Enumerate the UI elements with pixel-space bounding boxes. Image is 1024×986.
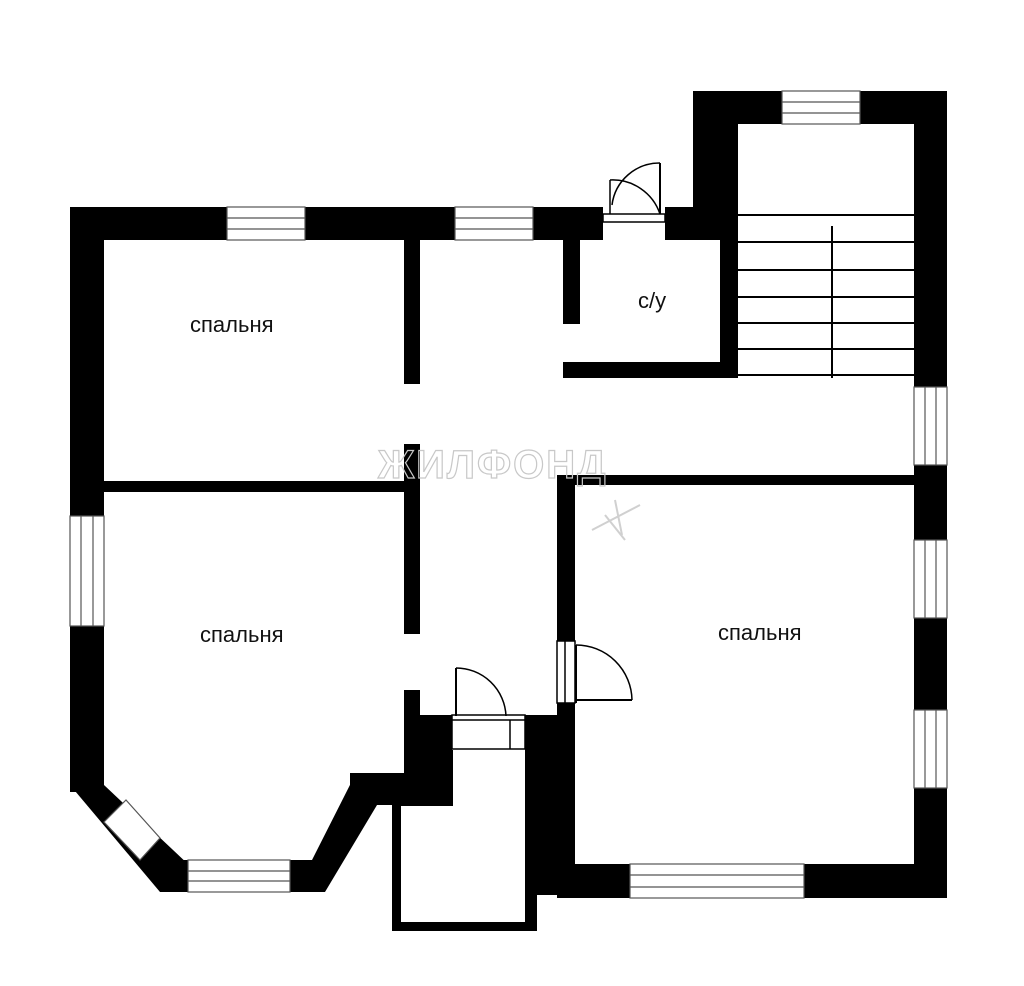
room-label-bedroom-bottom-left: спальня <box>200 622 284 647</box>
window-right-middle <box>913 539 948 619</box>
watermark-text: ЖИЛФОНД <box>377 443 608 487</box>
watermark-logo-icon <box>591 499 641 541</box>
door-bathroom <box>602 162 666 240</box>
door-entry <box>451 667 526 750</box>
doors <box>451 162 666 750</box>
door-right-bedroom <box>556 640 633 704</box>
wall-bath-left-stub <box>563 238 580 324</box>
window-stair-top <box>781 90 861 125</box>
window-bay-bottom <box>187 859 291 893</box>
window-top-middle <box>454 206 534 241</box>
wall-left-outer <box>70 207 104 792</box>
room-label-bedroom-top-left: спальня <box>190 312 274 337</box>
wall-bath-bottom <box>563 362 738 378</box>
staircase <box>738 214 914 378</box>
window-left <box>69 515 105 627</box>
window-top-left <box>226 206 306 241</box>
window-bottom-right <box>629 863 805 899</box>
wall-corridor-left-mid <box>404 444 420 634</box>
window-right-top <box>913 386 948 466</box>
room-label-bedroom-right: спальня <box>718 620 802 645</box>
wall-stair-bath-divider <box>720 220 738 378</box>
porch <box>392 750 537 931</box>
room-label-bathroom: с/у <box>638 288 666 313</box>
wall-entry-left <box>404 715 452 805</box>
wall-top-bedroom-right <box>404 238 420 384</box>
windows <box>69 90 948 899</box>
wall-stair-left <box>693 91 738 240</box>
watermark: ЖИЛФОНД <box>376 442 641 541</box>
wall-bedroom-divider <box>104 481 404 492</box>
wall-right-bedroom-top <box>557 475 917 485</box>
window-right-bottom <box>913 709 948 789</box>
window-bay-diagonal <box>103 799 161 861</box>
